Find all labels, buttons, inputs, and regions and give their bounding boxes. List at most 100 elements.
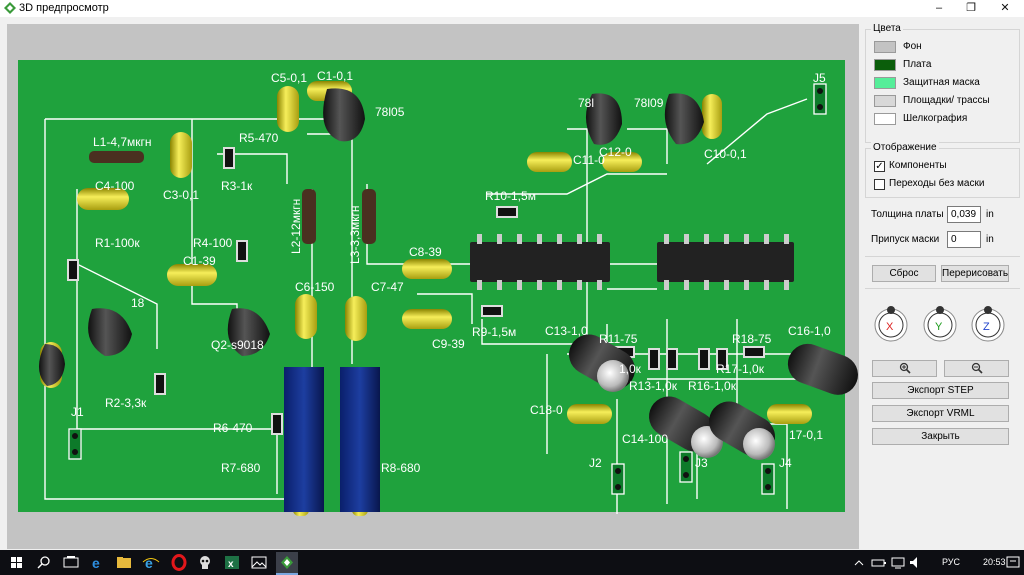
rotate-z-control[interactable]: Z <box>968 303 1008 343</box>
export-step-button[interactable]: Экспорт STEP <box>872 382 1009 399</box>
pcb-label: R9-1,5м <box>472 325 516 339</box>
pcb-label: 78l <box>578 96 594 110</box>
pcb-label: R10-1,5м <box>485 189 536 203</box>
connectors <box>68 83 827 495</box>
svg-text:e: e <box>92 555 100 571</box>
components-label: Компоненты <box>889 160 947 171</box>
svg-text:e: e <box>145 555 153 571</box>
pcb-label: J2 <box>589 456 602 470</box>
silkscreen-color-label: Шелкография <box>903 113 968 124</box>
pcb-label: C16-1,0 <box>788 324 831 338</box>
pcb-label: R4-100 <box>193 236 233 250</box>
pcb-label: J4 <box>779 456 792 470</box>
pcb-label: R13-1,0к <box>629 379 678 393</box>
pcb-label: C14-100 <box>622 432 668 446</box>
display-group-title: Отображение <box>871 142 939 153</box>
volume-icon[interactable] <box>905 552 927 573</box>
battery-icon[interactable] <box>868 552 890 573</box>
redraw-button[interactable]: Перерисовать <box>941 265 1009 282</box>
background-color-swatch[interactable] <box>874 41 896 53</box>
close-window-button[interactable]: ✕ <box>1000 2 1010 14</box>
vias-checkbox[interactable] <box>874 179 885 190</box>
ie-icon[interactable]: e <box>140 552 162 573</box>
file-explorer-icon[interactable] <box>113 552 135 573</box>
reset-button[interactable]: Сброс <box>872 265 936 282</box>
pcb-label: C10-0,1 <box>704 147 747 161</box>
trimmer-r8 <box>340 367 380 512</box>
pcb-label: C5-0,1 <box>271 71 307 85</box>
thickness-input[interactable]: 0,039 <box>947 206 981 223</box>
zoom-out-button[interactable] <box>944 360 1009 377</box>
pcb-label: 78l05 <box>375 105 405 119</box>
edge-icon[interactable]: e <box>87 552 109 573</box>
pcb-app-icon[interactable] <box>276 552 298 573</box>
ic-chips <box>470 234 794 290</box>
chevron-up-icon[interactable] <box>848 552 870 573</box>
pcb-label: C8-39 <box>409 245 442 259</box>
pcb-label: L1-4,7мкгн <box>93 135 152 149</box>
pcb-label: 18 <box>131 296 145 310</box>
colors-group: Цвета Фон Плата Защитная маска Площадки/… <box>865 23 1020 143</box>
pcb-3d-viewport[interactable]: L1-4,7мкгн C4-100 C3-0,1 R5-470 R3-1к C5… <box>7 24 859 549</box>
pcb-label: 17-0,1 <box>789 428 823 442</box>
rotate-x-control[interactable]: X <box>871 303 911 343</box>
pcb-label: R7-680 <box>221 461 261 475</box>
taskbar: e e x РУС 20:53 <box>0 550 1024 575</box>
pcb-label: L3-3,3мкгн <box>348 205 362 264</box>
zoom-in-button[interactable] <box>872 360 937 377</box>
trimmer-r7 <box>284 367 324 512</box>
pcb-label: R17-1,0к <box>716 362 765 376</box>
board-color-swatch[interactable] <box>874 59 896 71</box>
task-view-icon[interactable] <box>60 552 82 573</box>
close-button[interactable]: Закрыть <box>872 428 1009 445</box>
vias-label: Переходы без маски <box>889 178 985 189</box>
pcb-label: J1 <box>71 405 84 419</box>
colors-group-title: Цвета <box>871 23 903 34</box>
export-vrml-button[interactable]: Экспорт VRML <box>872 405 1009 422</box>
board-color-label: Плата <box>903 59 932 70</box>
pads-color-swatch[interactable] <box>874 95 896 107</box>
rotate-y-control[interactable]: Y <box>920 303 960 343</box>
pcb-label: J5 <box>813 71 826 85</box>
transistors <box>38 88 704 386</box>
title-bar: 3D предпросмотр – ❐ ✕ <box>0 0 1024 17</box>
display-group: Отображение ✓ Компоненты Переходы без ма… <box>865 142 1020 198</box>
minimize-button[interactable]: – <box>935 2 943 14</box>
x-axis-label: X <box>886 321 894 333</box>
settings-panel: Цвета Фон Плата Защитная маска Площадки/… <box>862 18 1024 550</box>
maximize-button[interactable]: ❐ <box>966 2 976 14</box>
silk-labels: L1-4,7мкгн C4-100 C3-0,1 R5-470 R3-1к C5… <box>71 69 831 475</box>
skull-app-icon[interactable] <box>194 552 216 573</box>
components-checkbox[interactable]: ✓ <box>874 161 885 172</box>
thickness-label: Толщина платы <box>871 209 944 220</box>
pcb-label: R6-470 <box>213 421 253 435</box>
clearance-input[interactable]: 0 <box>947 231 981 248</box>
pcb-label: 1,0к <box>619 362 642 376</box>
pcb-label: R3-1к <box>221 179 253 193</box>
pcb-label: C11-0 <box>573 153 605 167</box>
clock[interactable]: 20:53 <box>983 557 1006 567</box>
pcb-label: R18-75 <box>732 332 772 346</box>
clearance-unit: in <box>986 234 994 245</box>
silkscreen-color-swatch[interactable] <box>874 113 896 125</box>
excel-icon[interactable]: x <box>221 552 243 573</box>
notifications-icon[interactable] <box>1002 552 1024 573</box>
pcb-label: C1-39 <box>183 254 216 268</box>
pcb-label: C18-0 <box>530 403 563 417</box>
pcb-label: R8-680 <box>381 461 421 475</box>
pcb-label: C7-47 <box>371 280 404 294</box>
opera-icon[interactable] <box>168 552 190 573</box>
background-color-label: Фон <box>903 41 922 52</box>
pcb-label: C3-0,1 <box>163 188 199 202</box>
solder-mask-color-swatch[interactable] <box>874 77 896 89</box>
language-indicator[interactable]: РУС <box>942 557 961 567</box>
divider <box>865 288 1020 289</box>
svg-text:x: x <box>228 559 234 570</box>
thickness-unit: in <box>986 209 994 220</box>
pcb-label: C6-150 <box>295 280 335 294</box>
search-icon[interactable] <box>33 552 55 573</box>
network-icon[interactable] <box>887 552 909 573</box>
windows-start-icon[interactable] <box>6 552 28 573</box>
photos-icon[interactable] <box>248 552 270 573</box>
pads-color-label: Площадки/ трассы <box>903 95 990 106</box>
